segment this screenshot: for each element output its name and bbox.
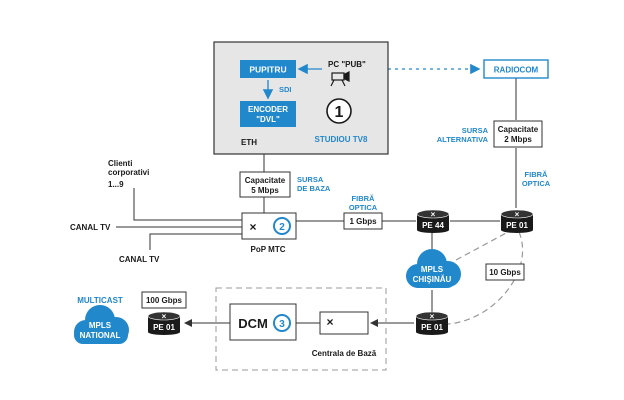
camera-icon	[330, 71, 350, 87]
fibra-mid-line1: FIBRĂ	[352, 194, 375, 203]
svg-text:×: ×	[162, 312, 167, 321]
connection-lines	[116, 78, 517, 316]
sursa-alt-line2: ALTERNATIVA	[437, 135, 489, 144]
pop-number-badge	[273, 217, 291, 235]
pupitru-label: PUPITRU	[249, 65, 286, 75]
encoder-sublabel: "DVL"	[256, 115, 280, 124]
dcm-device-box	[319, 311, 369, 335]
link-10g-box	[485, 263, 525, 281]
sursa-alt-line1: SURSA	[462, 126, 489, 135]
centrala-label: Centrala de Bază	[312, 349, 377, 358]
link-100g-box	[141, 291, 187, 309]
clienti-line3: 1...9	[108, 180, 124, 189]
cap-alt-line1: Capacitate	[498, 125, 539, 134]
pe01-bottom-label: PE 01	[421, 323, 443, 332]
pe44-label: PE 44	[422, 221, 444, 230]
ring-10g-link	[447, 231, 524, 325]
multicast-label: MULTICAST	[77, 296, 123, 305]
pupitru-box	[240, 60, 296, 78]
cap-baza-box	[239, 171, 291, 198]
link-1g-label: 1 Gbps	[349, 217, 377, 226]
link-10g-label: 10 Gbps	[489, 268, 521, 277]
pop-number: 2	[279, 222, 285, 233]
mpls-national-line2: NATIONAL	[80, 331, 121, 340]
cap-baza-line2: 5 Mbps	[251, 186, 279, 195]
pe01-bottom-router: × PE 01	[415, 311, 449, 335]
pe01-left-router: × PE 01	[147, 311, 181, 335]
canal-tv-2-link	[149, 233, 242, 250]
encoder-label: ENCODER	[248, 105, 288, 114]
fibra-right-line2: OPTICA	[522, 179, 551, 188]
studio-box: PUPITRU PC "PUB" SDI ENCODER "DVL" 1 STU…	[213, 41, 389, 155]
mpls-national-cloud	[74, 305, 129, 344]
eth-label: ETH	[241, 138, 257, 147]
radiocom-label: RADIOCOM	[494, 66, 539, 75]
mpls-chisinau-line1: MPLS	[421, 265, 444, 274]
canal-tv-2-label: CANAL TV	[119, 255, 160, 264]
mpls-chisinau-line2: CHIŞINĂU	[413, 275, 452, 284]
sursa-baza-line1: SURSA	[297, 175, 324, 184]
pe01-top-label: PE 01	[506, 221, 528, 230]
dcm-number-badge	[273, 314, 291, 332]
clienti-line2: corporativi	[108, 168, 149, 177]
encoder-box	[240, 101, 296, 127]
svg-text:×: ×	[431, 210, 436, 219]
cap-alt-line2: 2 Mbps	[504, 135, 532, 144]
studio-number: 1	[335, 104, 344, 121]
link-100g-label: 100 Gbps	[146, 296, 183, 305]
cap-alt-box	[493, 120, 543, 148]
studio-name: STUDIOU TV8	[315, 135, 368, 144]
svg-text:×: ×	[430, 312, 435, 321]
clienti-link	[133, 188, 242, 221]
svg-text:×: ×	[515, 210, 520, 219]
pe44-router: × PE 44	[416, 209, 450, 233]
pop-x-mark: ×	[249, 220, 256, 234]
pop-label: PoP MTC	[251, 245, 286, 254]
dcm-number: 3	[279, 319, 285, 330]
mpls-chisinau-cloud	[406, 249, 461, 288]
clienti-line1: Clienti	[108, 159, 132, 168]
pc-pub-label: PC "PUB"	[328, 60, 366, 69]
fibra-mid-line2: OPTICA	[349, 203, 378, 212]
pe01-left-label: PE 01	[153, 323, 175, 332]
link-1g-box	[343, 212, 383, 230]
canal-tv-1-label: CANAL TV	[70, 223, 111, 232]
cross-dash	[455, 231, 509, 261]
pe01-top-router: × PE 01	[500, 209, 534, 233]
mpls-national-line1: MPLS	[89, 321, 112, 330]
dcm-label: DCM	[238, 316, 268, 331]
dcm-x-mark: ×	[326, 315, 333, 329]
cap-baza-line1: Capacitate	[245, 176, 286, 185]
fibra-right-line1: FIBRĂ	[525, 170, 548, 179]
sdi-label: SDI	[279, 85, 292, 94]
radiocom-box	[483, 59, 549, 79]
centrala-frame	[215, 287, 387, 371]
studio-number-badge	[326, 98, 352, 124]
sursa-baza-line2: DE BAZA	[297, 184, 331, 193]
